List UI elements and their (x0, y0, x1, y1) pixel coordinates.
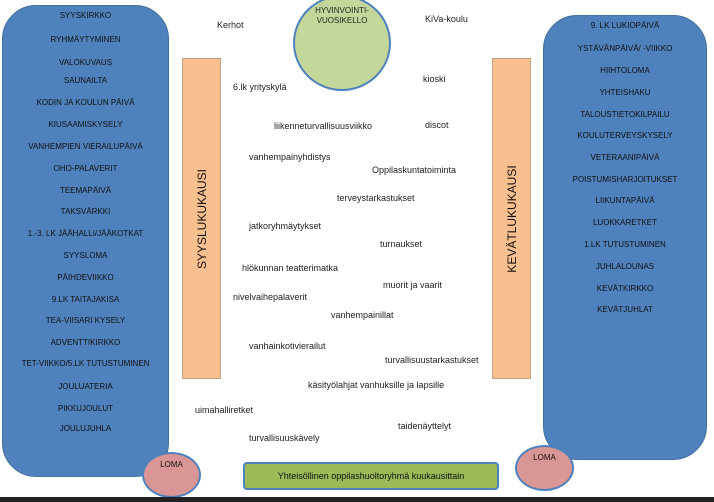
activity-label: jatkoryhmäytykset (249, 221, 322, 231)
event-item: KODIN JA KOULUN PÄIVÄ (36, 98, 135, 107)
activity-label: vanhempainillat (331, 310, 394, 320)
autumn-term-bar: SYYSLUKUKAUSI (182, 58, 221, 379)
activity-label: liikenneturvallisuusviikko (274, 121, 373, 131)
activity-label: turvallisuustarkastukset (385, 355, 479, 365)
event-item: YSTÄVÄNPÄIVÄ/ -VIIKKO (577, 44, 673, 53)
holiday-ellipse-left: LOMA (142, 452, 201, 498)
event-item: VALOKUVAUS (58, 58, 113, 67)
spring-term-bar: KEVÄTLUKUKAUSI (492, 58, 531, 379)
holiday-ellipse-right: LOMA (515, 445, 574, 491)
holiday-label: LOMA (533, 453, 556, 462)
event-item: 1.-3. LK JÄÄHALLI/JÄÄKOTKAT (27, 229, 144, 238)
activity-label: muorit ja vaarit (383, 280, 443, 290)
activity-label: Kerhot (217, 20, 244, 30)
activity-label: Oppilaskuntatoiminta (372, 165, 457, 175)
event-item: SYYSLOMA (63, 251, 108, 260)
event-item: ADVENTTIKIRKKO (50, 338, 121, 347)
activity-label: discot (425, 120, 449, 130)
event-item: KEVÄTJUHLAT (597, 305, 653, 314)
event-item: YHTEISHAKU (599, 88, 651, 97)
event-item: PIKKUJOULUT (57, 404, 114, 413)
activity-label: vanhempainyhdistys (249, 152, 331, 162)
wellbeing-clock-circle: HYVINVOINTI- VUOSIKELLO (293, 0, 391, 91)
activity-label: kioski (423, 74, 446, 84)
event-item: 9. LK LUKIOPÄIVÄ (590, 21, 660, 30)
spring-events-panel: 9. LK LUKIOPÄIVÄ YSTÄVÄNPÄIVÄ/ -VIIKKO HII… (543, 15, 707, 460)
event-item: 1.LK TUTUSTUMINEN (584, 240, 666, 249)
event-item: KEVÄTKIRKKO (596, 284, 654, 293)
event-item: JOULUJUHLA (59, 424, 112, 433)
event-item: HIIHTOLOMA (600, 66, 650, 75)
event-item: RYHMÄYTYMINEN (50, 35, 121, 44)
holiday-label: LOMA (160, 460, 183, 469)
event-item: POISTUMISHARJOITUKSET (572, 175, 678, 184)
event-item: SAUNAILTA (63, 76, 108, 85)
event-item: VETERAANIPÄIVÄ (590, 153, 660, 162)
activity-label: uimahalliretket (195, 405, 254, 415)
event-item: LUOKKARETKET (592, 218, 657, 227)
event-item: LIIKUNTAPÄIVÄ (595, 196, 655, 205)
activity-label: nivelvaihepalaverit (233, 292, 308, 302)
event-item: JUHLALOUNAS (595, 262, 655, 271)
spring-term-label: KEVÄTLUKUKAUSI (504, 164, 519, 273)
event-item: 9.LK TAITAJAKISA (51, 295, 120, 304)
event-item: KIUSAAMISKYSELY (48, 120, 123, 129)
event-item: JOULUATERIA (58, 382, 113, 391)
event-item: SYYSKIRKKO (59, 11, 112, 20)
activity-label: turvallisuuskävely (249, 433, 320, 443)
event-item: TALOUSTIETOKILPAILU (580, 110, 670, 119)
autumn-events-panel: SYYSKIRKKO RYHMÄYTYMINEN VALOKUVAUS SAUNAIL… (2, 5, 169, 477)
event-item: TAKSVÄRKKI (60, 207, 111, 216)
activity-label: terveystarkastukset (337, 193, 415, 203)
event-item: KOULUTERVEYSKYSELY (577, 131, 673, 140)
activity-label: hlökunnan teatterimatka (242, 263, 339, 273)
autumn-term-label: SYYSLUKUKAUSI (194, 168, 209, 269)
activity-label: turnaukset (380, 239, 423, 249)
activity-label: 6.lk yrityskylä (233, 82, 287, 92)
event-item: PÄIHDEVIIKKO (57, 273, 114, 282)
event-item: OHO-PALAVERIT (53, 164, 118, 173)
activity-label: taidenäyttelyt (398, 421, 452, 431)
event-item: TEEMAPÄIVÄ (59, 186, 112, 195)
event-item: TEA-VIISARI KYSELY (45, 316, 126, 325)
monthly-group-banner: Yhteisöllinen oppilashuoltoryhmä kuukaus… (243, 462, 499, 490)
event-item: TET-VIIKKO/5.LK TUTUSTUMINEN (21, 359, 150, 368)
activity-label: vanhainkotivierailut (249, 341, 326, 351)
activity-label: KiVa-koulu (425, 14, 468, 24)
activity-label: käsityölahjat vanhuksille ja lapsille (308, 380, 445, 390)
center-title-line2: VUOSIKELLO (316, 16, 368, 25)
event-item: VANHEMPIEN VIERAILUPÄIVÄ (28, 142, 143, 151)
center-title-line1: HYVINVOINTI- (315, 6, 369, 15)
bottom-border (0, 497, 714, 502)
